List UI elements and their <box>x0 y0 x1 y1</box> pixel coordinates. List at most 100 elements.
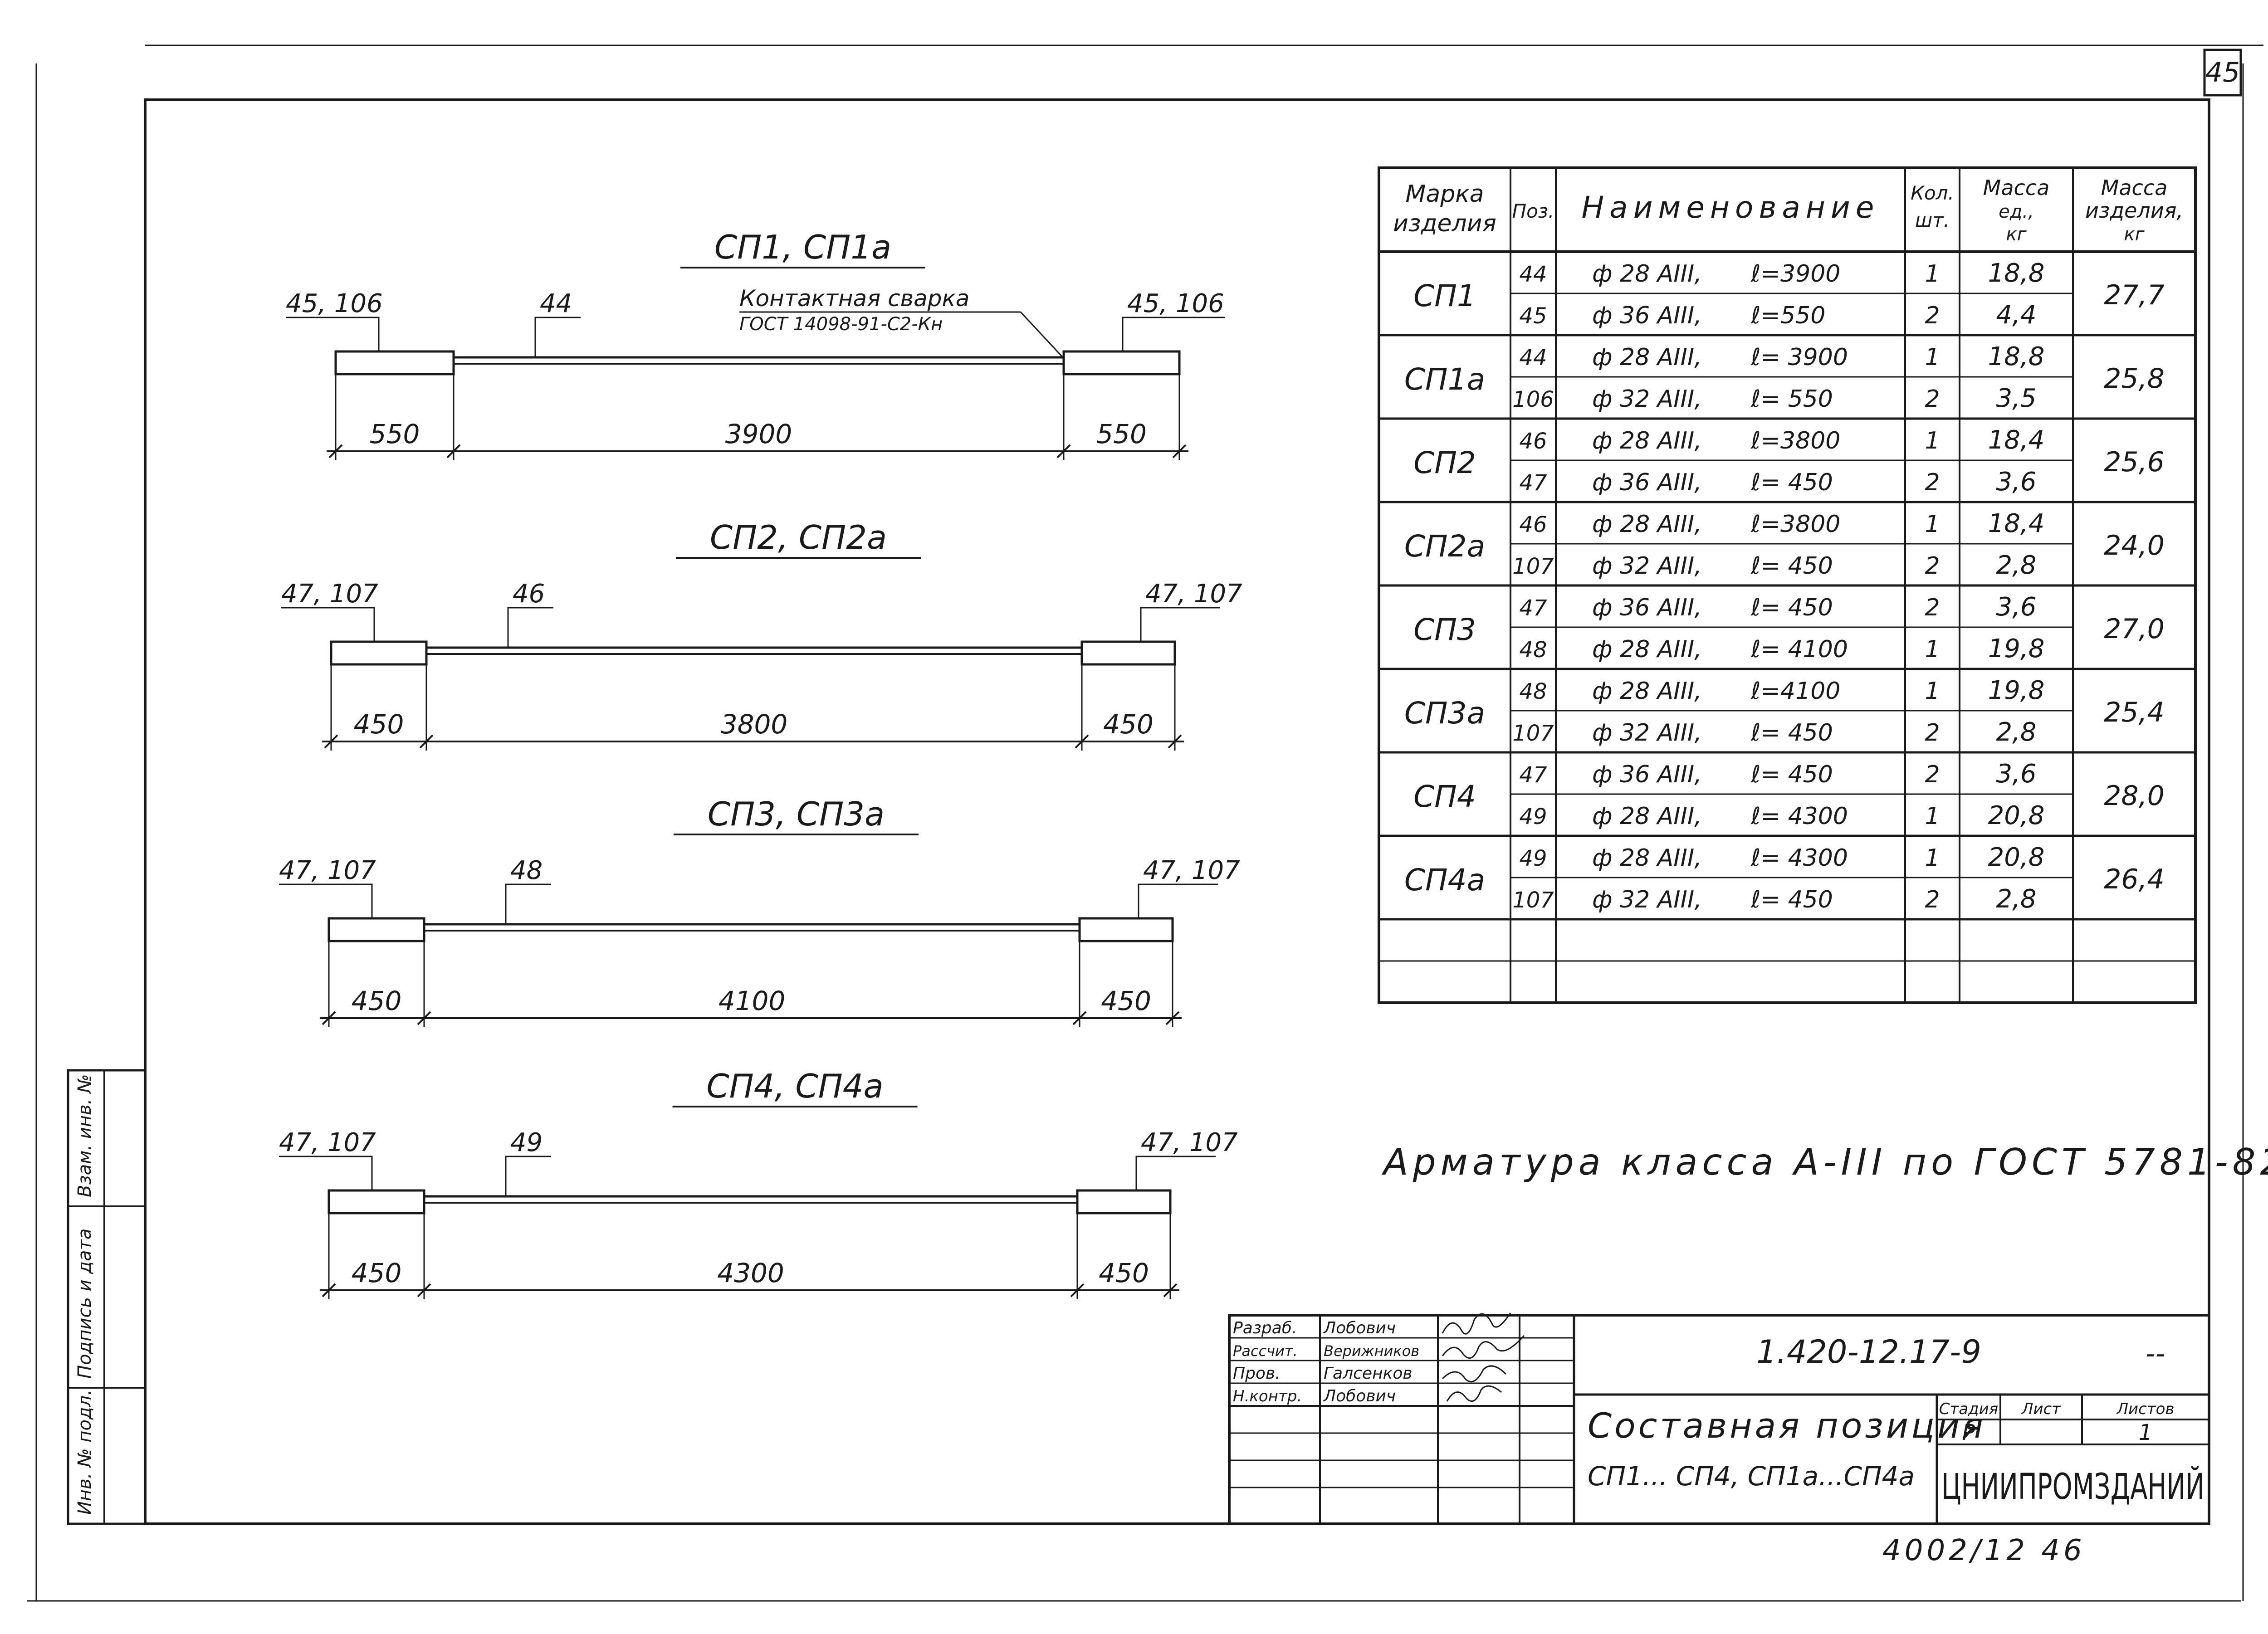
organization-name: ЦНИИПРОМЗДАНИЙ <box>1941 1466 2204 1507</box>
dim-middle: 4100 <box>719 985 786 1016</box>
spec-unit-mass: 2,8 <box>1996 551 2036 580</box>
hdr-qty-2: шт. <box>1915 209 1950 231</box>
pos-right: 45, 106 <box>1127 289 1224 318</box>
bar-end-left <box>330 640 428 666</box>
spec-item-mass: 25,4 <box>2104 697 2165 728</box>
bar-end-right <box>1080 640 1176 666</box>
leader-right <box>1140 607 1220 642</box>
bar-end-right <box>1078 917 1174 942</box>
spec-pos: 46 <box>1519 512 1547 537</box>
spec-qty: 2 <box>1925 385 1940 413</box>
hdr-mark-2: изделия <box>1393 210 1496 237</box>
leader-middle <box>505 1156 551 1196</box>
archive-number: 4002/12 46 <box>1882 1534 2086 1567</box>
signature-mark-3 <box>1442 1365 1507 1383</box>
sig-name-3: Галсенков <box>1324 1364 1413 1383</box>
leader-right <box>1138 883 1218 918</box>
spec-pos: 49 <box>1519 846 1547 871</box>
dim-right: 450 <box>1099 1258 1149 1288</box>
sig-role-1: Разраб. <box>1233 1319 1297 1337</box>
spec-qty: 1 <box>1925 511 1940 538</box>
drawing-number: 1.420-12.17-9 <box>1756 1333 1981 1371</box>
title-line-2: СП1... СП4, СП1а...СП4а <box>1588 1461 1915 1492</box>
spec-qty: 1 <box>1925 678 1940 705</box>
hdr-item-mass-1: Масса <box>2101 176 2168 200</box>
bar-end-left <box>327 1189 425 1215</box>
sig-role-3: Пров. <box>1233 1364 1281 1383</box>
sheets-value: 1 <box>2139 1420 2153 1445</box>
hdr-item-mass-3: кг <box>2124 224 2145 245</box>
weld-leader <box>1020 311 1065 359</box>
signature-mark-2 <box>1442 1335 1525 1359</box>
spec-unit-mass: 18,4 <box>1988 425 2045 455</box>
spec-item-mass: 27,7 <box>2104 279 2165 311</box>
spec-qty: 2 <box>1925 886 1940 913</box>
spec-qty: 2 <box>1925 761 1940 788</box>
dim-middle: 3800 <box>721 709 788 740</box>
spec-pos: 106 <box>1512 387 1554 412</box>
spec-name: ф 36 АIII, <box>1592 594 1702 621</box>
spec-qty: 2 <box>1925 719 1940 746</box>
signature-mark-4 <box>1446 1385 1502 1402</box>
spec-qty: 1 <box>1925 427 1940 454</box>
sig-role-2: Рассчит. <box>1233 1342 1298 1360</box>
spec-unit-mass: 18,4 <box>1988 509 2045 538</box>
spec-length: ℓ= 3900 <box>1750 344 1848 371</box>
spec-name: ф 32 АIII, <box>1592 385 1702 413</box>
spec-pos: 46 <box>1519 429 1547 454</box>
leader-left <box>279 883 373 918</box>
bar-end-left <box>334 350 455 376</box>
leader-right <box>1122 317 1225 351</box>
drawing-frame <box>144 98 2210 1525</box>
spec-pos: 48 <box>1519 679 1547 704</box>
spec-name: ф 36 АIII, <box>1592 302 1702 329</box>
spec-qty: 1 <box>1925 260 1940 288</box>
spec-qty: 2 <box>1925 594 1940 621</box>
hdr-mark-1: Марка <box>1405 180 1484 208</box>
spec-unit-mass: 2,8 <box>1996 717 2036 747</box>
bar-end-left <box>327 917 425 942</box>
spec-length: ℓ= 4100 <box>1750 636 1848 663</box>
dim-right: 550 <box>1096 419 1147 449</box>
spec-pos: 49 <box>1519 804 1547 829</box>
title-block: Разраб. Лобович Рассчит. Верижников Пров… <box>1228 1312 2210 1525</box>
spec-unit-mass: 19,8 <box>1988 634 2045 663</box>
side-stamp-inv-orig: Инв. № подл. <box>74 1390 95 1515</box>
sig-name-2: Верижников <box>1324 1342 1419 1360</box>
hdr-unit-mass-3: кг <box>2006 224 2027 245</box>
spec-mark: СП2а <box>1404 529 1485 564</box>
pos-middle: 44 <box>540 289 572 318</box>
dim-left: 450 <box>354 709 404 740</box>
dim-left: 450 <box>352 1258 402 1288</box>
spec-name: ф 36 АIII, <box>1592 469 1702 496</box>
spec-name: ф 36 АIII, <box>1592 761 1702 788</box>
pos-right: 47, 107 <box>1145 579 1242 609</box>
spec-pos: 44 <box>1519 345 1547 371</box>
spec-name: ф 32 АIII, <box>1592 552 1702 580</box>
spec-mark: СП4 <box>1413 779 1476 814</box>
spec-length: ℓ= 4300 <box>1750 803 1848 830</box>
spec-length: ℓ= 550 <box>1750 385 1833 413</box>
spec-length: ℓ= 450 <box>1750 552 1833 580</box>
spec-pos: 47 <box>1519 470 1547 496</box>
spec-item-mass: 27,0 <box>2104 613 2165 645</box>
weld-note-1: Контактная сварка <box>739 285 969 312</box>
spec-name: ф 28 АIII, <box>1592 678 1702 705</box>
dim-right: 450 <box>1101 985 1151 1016</box>
spec-qty: 2 <box>1925 469 1940 496</box>
spec-item-mass: 25,8 <box>2104 363 2165 395</box>
spec-qty: 2 <box>1925 552 1940 580</box>
weld-note-2: ГОСТ 14098-91-С2-Кн <box>739 314 943 335</box>
spec-unit-mass: 3,6 <box>1996 592 2036 622</box>
